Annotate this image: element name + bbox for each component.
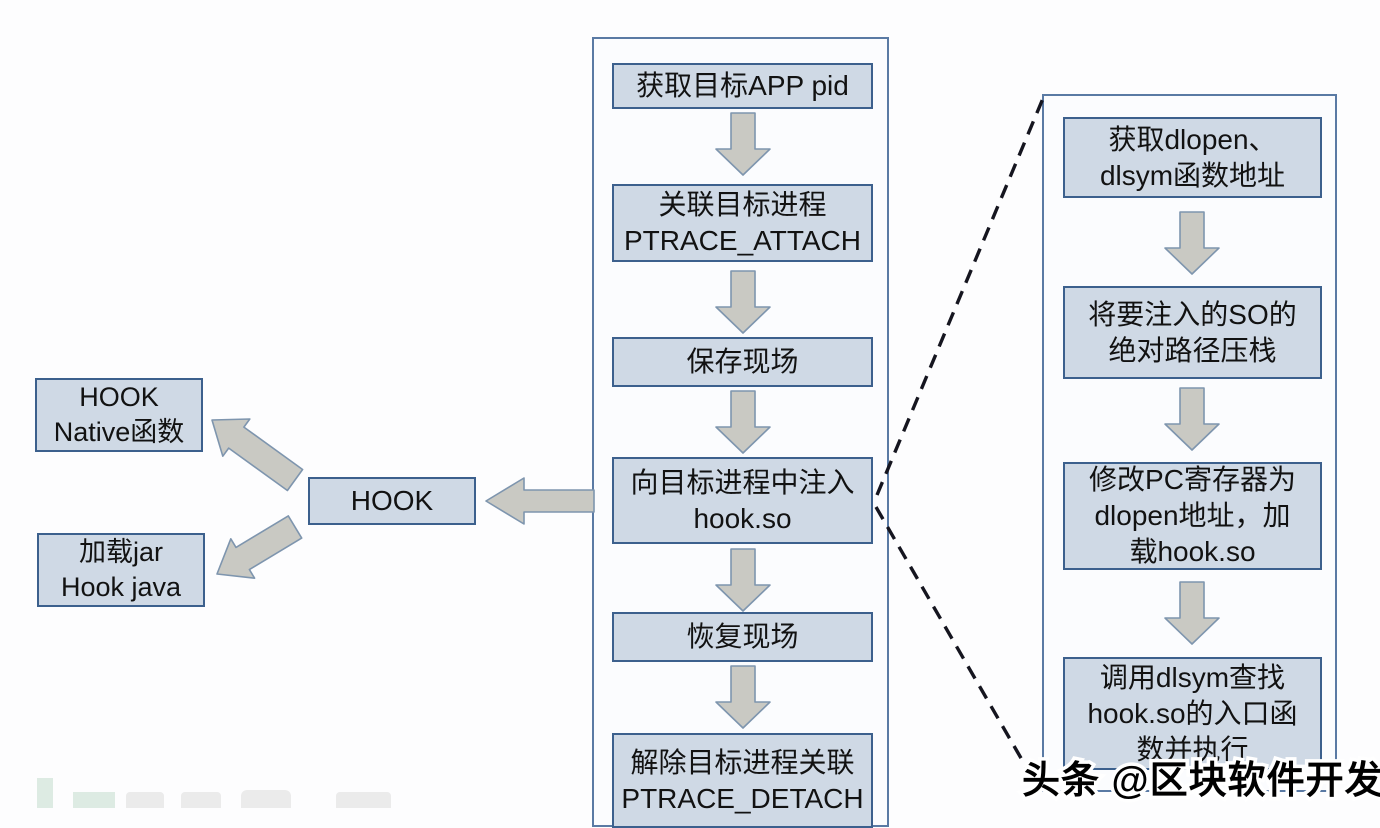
- detail-flow-step-1: 获取dlopen、 dlsym函数地址: [1063, 117, 1322, 198]
- main-flow-step-6: 解除目标进程关联 PTRACE_DETACH: [612, 733, 873, 828]
- hook-native-box: HOOK Native函数: [35, 378, 203, 452]
- watermark-text-outline: 头条 @区块软件开发: [1019, 757, 1380, 806]
- main-flow-step-4: 向目标进程中注入 hook.so: [612, 457, 873, 544]
- dashed-connector-line: [875, 95, 1046, 496]
- main-flow-step-2: 关联目标进程 PTRACE_ATTACH: [612, 184, 873, 262]
- watermark-text-fill: 头条 @区块软件开发: [1022, 760, 1380, 802]
- watermark-left-shape: [241, 790, 291, 808]
- down-left-arrow-icon: [216, 515, 303, 580]
- detail-flow-step-3: 修改PC寄存器为 dlopen地址，加 载hook.so: [1063, 462, 1322, 570]
- watermark-left-shape: [73, 792, 115, 808]
- watermark-left-shape: [37, 778, 53, 808]
- main-flow-step-5: 恢复现场: [612, 612, 873, 662]
- flowchart-page: { "diagram": { "hook_branch": { "hook_na…: [35, 37, 1380, 828]
- detail-flow-step-4: 调用dlsym查找 hook.so的入口函 数并执行: [1063, 657, 1322, 770]
- main-flow-step-3: 保存现场: [612, 337, 873, 387]
- watermark-text: 头条 @区块软件开发 头条 @区块软件开发: [1019, 749, 1380, 806]
- left-arrow-icon: [485, 477, 595, 525]
- load-jar-hook-java-box: 加载jar Hook java: [37, 533, 205, 607]
- detail-flow-step-2: 将要注入的SO的 绝对路径压栈: [1063, 286, 1322, 379]
- watermark-left-shape: [126, 792, 164, 808]
- watermark-left-shape: [181, 792, 221, 808]
- main-flow-panel: [592, 37, 889, 827]
- watermark-left-shape: [336, 792, 391, 808]
- dashed-connector-line: [874, 506, 1042, 792]
- main-flow-step-1: 获取目标APP pid: [612, 63, 873, 109]
- hook-box: HOOK: [308, 477, 476, 525]
- up-left-arrow-icon: [211, 418, 304, 492]
